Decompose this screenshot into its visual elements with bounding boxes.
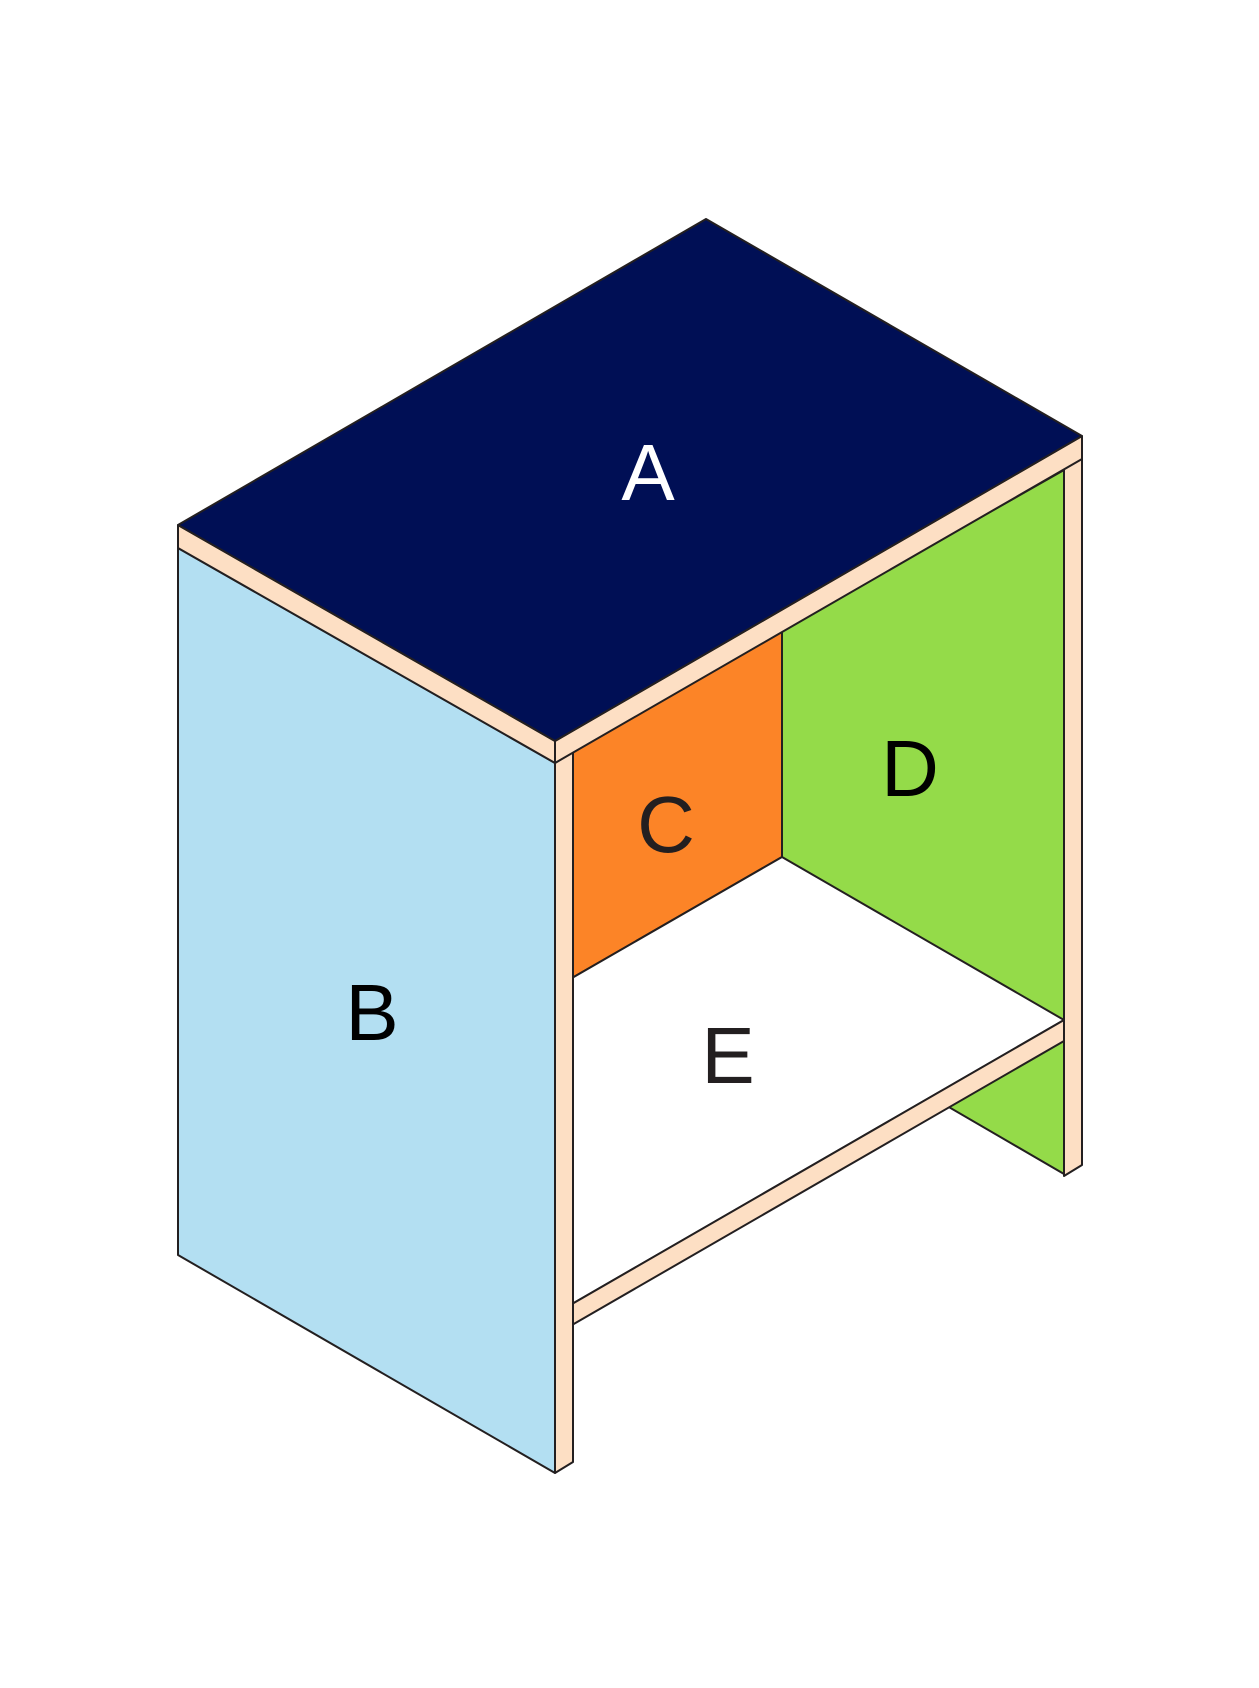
panel-a-label: A	[621, 428, 675, 517]
panel-c-label: C	[637, 780, 695, 869]
panel-e-label: E	[701, 1011, 754, 1100]
panel-b-label: B	[345, 968, 398, 1057]
panel-b-front-edge	[554, 751, 574, 1474]
panel-d-front-edge	[1063, 448, 1083, 1177]
panel-a-face	[177, 218, 1083, 742]
panel-d-label: D	[881, 724, 939, 813]
